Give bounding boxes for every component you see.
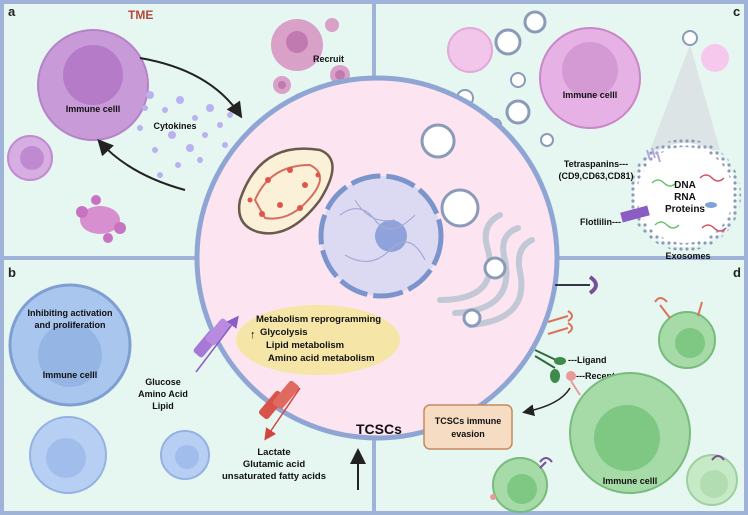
ligand-label: ---Ligand	[568, 355, 607, 365]
immune-cell-d: Immune celll	[569, 372, 691, 494]
panel-letter-d: d	[733, 265, 741, 280]
immune-cell-c: Immune celll	[539, 27, 641, 129]
cargo-dna: DNA	[674, 180, 696, 191]
tcsc-cell	[194, 75, 560, 441]
cytokine-dots	[137, 91, 233, 178]
immune-cell-b-label: Immune celll	[43, 370, 98, 380]
panel-letter-a: a	[8, 4, 16, 19]
metabolism-up-arrow: ↑	[250, 329, 256, 341]
metabolism-lipid: Lipid metabolism	[266, 340, 344, 351]
nutrient-lipid: Lipid	[152, 401, 174, 411]
output-labels: Lactate Glutamic acid unsaturated fatty …	[222, 447, 326, 482]
cargo-rna: RNA	[674, 192, 696, 203]
small-purple-cell	[7, 135, 53, 181]
inhibit-line2: and proliferation	[34, 320, 105, 330]
evasion-line2: evasion	[451, 429, 485, 439]
immune-cell-a-label: Immune celll	[66, 104, 121, 114]
nutrient-labels: Glucose Amino Acid Lipid	[138, 377, 188, 411]
recruit-label: Recruit	[313, 54, 344, 64]
transporter-red	[258, 380, 301, 441]
metabolism-box: Metabolism reprogramming ↑ Glycolysis Li…	[236, 305, 400, 375]
panel-letter-b: b	[8, 265, 16, 280]
cargo-proteins: Proteins	[665, 204, 705, 215]
green-cells-small	[490, 297, 738, 513]
output-glutamic: Glutamic acid	[243, 459, 305, 470]
transporter-purple	[193, 315, 239, 373]
tetraspanins-sub: (CD9,CD63,CD81)	[558, 171, 633, 181]
nutrient-amino-acid: Amino Acid	[138, 389, 188, 399]
inhibit-line1: Inhibiting activation	[28, 308, 113, 318]
immune-cell-d-label: Immune celll	[603, 476, 658, 486]
apoptotic-cell	[76, 195, 126, 243]
exosome-zoom: DNA RNA Proteins	[620, 139, 741, 251]
zoom-cone	[650, 45, 720, 150]
tme-label: TME	[128, 8, 153, 22]
arrow-to-immune	[97, 139, 186, 191]
tetraspanins-label: Tetraspanins---	[564, 159, 628, 169]
evasion-box: TCSCs immune evasion	[423, 404, 513, 450]
metabolism-amino: Amino acid metabolism	[268, 353, 375, 364]
receptor-ligand-pairs	[534, 275, 598, 396]
golgi	[437, 212, 535, 328]
exosomes-label: Exosomes	[665, 251, 710, 261]
arrow-to-tcsc	[139, 57, 243, 119]
output-fatty-acids: unsaturated fatty acids	[222, 471, 326, 482]
small-pink-cell	[701, 44, 729, 72]
immune-cell-c-label: Immune celll	[563, 90, 618, 100]
mitochondrion	[237, 147, 334, 235]
receptor-label: ---Receptor	[576, 371, 624, 381]
evasion-line1: TCSCs immune	[435, 416, 502, 426]
cytokines-label: Cytokines	[153, 121, 196, 131]
nutrient-glucose: Glucose	[145, 377, 181, 387]
metabolism-glycolysis: Glycolysis	[260, 327, 308, 338]
blue-cells-small	[29, 416, 210, 494]
panel-letter-c: c	[733, 4, 740, 19]
recruited-cells	[271, 18, 350, 107]
flotillin-label: Flotlilin---	[580, 217, 621, 227]
metabolism-title: Metabolism reprogramming	[256, 314, 381, 325]
tcsc-title: TCSCs	[356, 421, 402, 437]
immune-cell-b: Inhibiting activation and proliferation …	[8, 283, 132, 407]
output-lactate: Lactate	[257, 447, 290, 458]
immune-cell-a: Immune celll	[37, 29, 149, 141]
evasion-arrow	[522, 387, 571, 417]
